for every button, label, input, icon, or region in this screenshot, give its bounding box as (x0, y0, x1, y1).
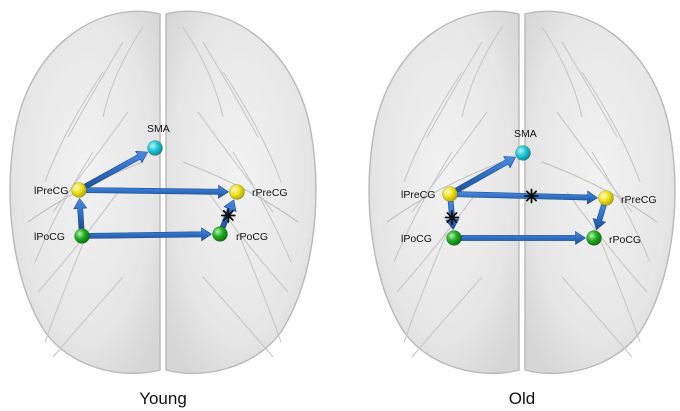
edge-arrow (83, 150, 149, 190)
node-label-lprecg-young: lPreCG (34, 185, 68, 197)
node-rpocg-young (212, 226, 228, 242)
edge-arrow (86, 184, 230, 199)
panel-title-young: Young (139, 389, 187, 408)
edge-arrow (89, 227, 213, 242)
brain-fold (566, 191, 648, 293)
significance-star-icon (444, 210, 460, 225)
node-label-rpocg-old: rPoCG (609, 234, 641, 246)
brain-fold (426, 41, 483, 138)
edges-old (444, 156, 607, 246)
brain-fold (556, 111, 633, 213)
edge-arrow (461, 230, 587, 246)
node-sma-old (515, 145, 531, 161)
node-label-rpocg-young: rPoCG (236, 231, 268, 243)
brain-fold (596, 231, 641, 343)
node-rprecg-old (598, 190, 614, 206)
brain-sulcus (386, 161, 503, 223)
significance-star-icon (220, 208, 236, 223)
panel-young: SMA lPreCG rPreCG lPoCG rPoCG (9, 10, 317, 375)
brain-fold (52, 276, 124, 358)
node-sma-young (147, 140, 163, 156)
brain-fold (44, 231, 89, 343)
brain-fold (403, 71, 463, 183)
node-lpocg-old (446, 230, 462, 246)
brain-fold (581, 71, 641, 183)
brain-fold (182, 26, 224, 118)
node-lprecg-old (442, 186, 458, 202)
panel-old: SMA lPreCG rPreCG lPoCG rPoCG (368, 10, 676, 375)
brain-fold (461, 26, 503, 118)
brain-fold (222, 71, 282, 183)
brain-fold (403, 231, 448, 343)
brain-fold (52, 111, 129, 213)
node-label-lprecg-old: lPreCG (401, 189, 435, 201)
edge-arrow (457, 190, 599, 205)
node-label-sma-old: SMA (514, 128, 537, 140)
brain-fold (591, 151, 651, 263)
brain-fold (561, 276, 633, 358)
brain-fold (411, 276, 483, 358)
panel-title-old: Old (509, 389, 535, 408)
node-rprecg-young (229, 184, 245, 200)
brain-fold (67, 41, 124, 138)
node-lpocg-young (74, 228, 90, 244)
brain-fold (393, 151, 453, 263)
significance-star-icon (524, 188, 539, 204)
edge-arrow (454, 156, 517, 194)
node-label-rprecg-young: rPreCG (252, 187, 288, 199)
nodes-old: SMA lPreCG rPreCG lPoCG rPoCG (401, 128, 657, 246)
edge-arrow (73, 197, 88, 230)
brain-fold (396, 191, 478, 293)
brain-fold (197, 111, 274, 213)
node-rpocg-old (586, 230, 602, 246)
node-lprecg-young (71, 182, 87, 198)
brain-sulcus (541, 161, 658, 223)
brain-fold (37, 191, 119, 293)
node-label-lpocg-old: lPoCG (401, 233, 432, 245)
brain-fold (202, 41, 259, 138)
brain-fold (207, 191, 289, 293)
brain-fold (34, 151, 94, 263)
node-label-lpocg-young: lPoCG (34, 231, 65, 243)
node-label-rprecg-old: rPreCG (621, 194, 657, 206)
nodes-young: SMA lPreCG rPreCG lPoCG rPoCG (34, 123, 288, 244)
node-label-sma-young: SMA (147, 123, 170, 135)
edge-arrow (592, 204, 607, 231)
brain-fold (541, 26, 583, 118)
brain-hemisphere-right (524, 10, 676, 375)
brain-fold (202, 276, 274, 358)
brain-fold (44, 71, 104, 183)
brain-fold (102, 26, 144, 118)
brain-fold (561, 41, 618, 138)
brain-fold (232, 151, 292, 263)
edges-young (73, 150, 237, 242)
brain-fold (237, 231, 282, 343)
brain-fold (411, 111, 488, 213)
